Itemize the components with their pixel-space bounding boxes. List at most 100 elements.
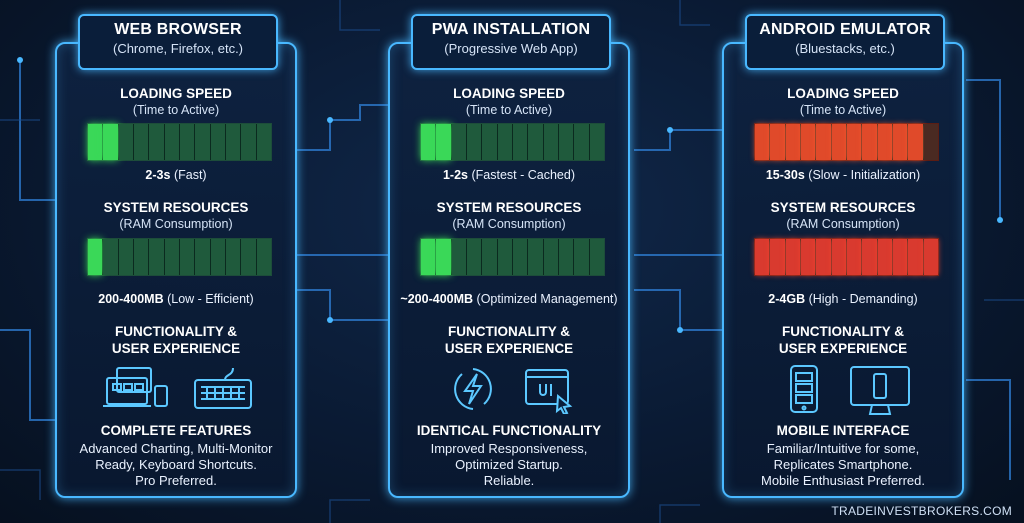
system-resources-bar — [87, 238, 272, 276]
loading-speed-caption: 2-3s (Fast) — [57, 168, 295, 182]
bar-segment — [543, 124, 558, 160]
bar-segment — [195, 124, 210, 160]
monitor-phone-icon — [850, 366, 910, 415]
bar-segment — [103, 239, 118, 275]
loading-speed-note: (Fastest - Cached) — [471, 168, 576, 182]
bar-segment — [831, 124, 846, 160]
bar-segment — [892, 239, 908, 275]
feature-line: Mobile Enthusiast Preferred. — [760, 473, 926, 488]
bar-segment — [497, 239, 512, 275]
bar-segment — [103, 124, 118, 160]
bar-segment — [164, 239, 179, 275]
feature-line: Improved Responsiveness, — [430, 441, 588, 456]
system-resources-subtitle: (RAM Consumption) — [786, 217, 900, 231]
loading-speed-caption: 15-30s (Slow - Initialization) — [724, 168, 962, 182]
bar-segment — [908, 124, 923, 160]
system-resources-subtitle: (RAM Consumption) — [119, 217, 233, 231]
panel-title: PWA INSTALLATION — [431, 21, 591, 38]
system-resources-subtitle: (RAM Consumption) — [452, 217, 566, 231]
functionality-title-line2: USER EXPERIENCE — [111, 341, 241, 356]
system-resources-note: (Optimized Management) — [476, 292, 618, 306]
bar-segment — [785, 239, 800, 275]
feature-line: Optimized Startup. — [455, 457, 563, 472]
feature-description: Improved Responsiveness, Optimized Start… — [390, 441, 628, 489]
functionality-title-line1: FUNCTIONALITY & — [782, 324, 904, 339]
bar-segment — [451, 124, 466, 160]
bar-segment — [256, 239, 271, 275]
bar-segment — [923, 239, 938, 275]
panel-android-emulator: ANDROID EMULATOR (Bluestacks, etc.) LOAD… — [722, 14, 964, 498]
system-resources-title: SYSTEM RESOURCES — [770, 200, 916, 215]
bar-segment — [466, 124, 482, 160]
bar-segment — [755, 239, 770, 275]
system-resources-title: SYSTEM RESOURCES — [436, 200, 582, 215]
functionality-title-line2: USER EXPERIENCE — [778, 341, 908, 356]
bar-segment — [88, 239, 103, 275]
bar-segment — [923, 124, 938, 160]
loading-speed-note: (Slow - Initialization) — [808, 168, 921, 182]
bar-segment — [816, 124, 831, 160]
bar-segment — [133, 124, 149, 160]
bar-segment — [195, 239, 210, 275]
functionality-title-line1: FUNCTIONALITY & — [115, 324, 237, 339]
bar-segment — [164, 124, 179, 160]
bar-segment — [133, 239, 149, 275]
loading-speed-title: LOADING SPEED — [120, 86, 232, 101]
feature-line: Familiar/Intuitive for some, — [766, 441, 920, 456]
bar-segment — [770, 124, 785, 160]
panel-subtitle: (Chrome, Firefox, etc.) — [112, 41, 244, 56]
smartphone-icon — [790, 365, 818, 413]
feature-line: Reliable. — [483, 473, 535, 488]
feature-line: Ready, Keyboard Shortcuts. — [95, 457, 257, 472]
panel-header: PWA INSTALLATION (Progressive Web App) — [411, 14, 611, 70]
panel-pwa-installation: PWA INSTALLATION (Progressive Web App) L… — [388, 14, 630, 498]
bar-segment — [421, 124, 436, 160]
loading-speed-subtitle: (Time to Active) — [799, 103, 887, 117]
bar-segment — [558, 124, 574, 160]
bar-segment — [118, 239, 133, 275]
bar-segment — [877, 124, 892, 160]
bar-segment — [497, 124, 512, 160]
loading-speed-bar — [87, 123, 272, 161]
bar-segment — [589, 124, 604, 160]
loading-speed-title: LOADING SPEED — [787, 86, 899, 101]
system-resources-value: 2-4GB — [768, 292, 806, 306]
bar-segment — [451, 239, 466, 275]
bar-segment — [436, 124, 451, 160]
bar-segment — [179, 124, 195, 160]
bar-segment — [225, 124, 241, 160]
bar-segment — [908, 239, 923, 275]
bar-segment — [877, 239, 892, 275]
system-resources-caption: ~200-400MB (Optimized Management) — [390, 292, 628, 306]
panel-subtitle: (Bluestacks, etc.) — [795, 41, 895, 56]
bar-segment — [528, 124, 543, 160]
bar-segment — [436, 239, 451, 275]
bar-segment — [831, 239, 846, 275]
bar-segment — [862, 124, 877, 160]
bar-segment — [149, 239, 164, 275]
functionality-title-line2: USER EXPERIENCE — [444, 341, 574, 356]
system-resources-bar — [420, 238, 605, 276]
loading-speed-title: LOADING SPEED — [453, 86, 565, 101]
bar-segment — [241, 124, 256, 160]
bar-segment — [179, 239, 195, 275]
panel-subtitle: (Progressive Web App) — [444, 41, 578, 56]
loading-speed-subtitle: (Time to Active) — [132, 103, 220, 117]
bar-segment — [574, 124, 589, 160]
multi-device-icon — [103, 367, 168, 407]
bar-segment — [118, 124, 133, 160]
loading-speed-subtitle: (Time to Active) — [465, 103, 553, 117]
panel-title: ANDROID EMULATOR — [759, 21, 931, 38]
loading-speed-bar — [754, 123, 939, 161]
panel-header: WEB BROWSER (Chrome, Firefox, etc.) — [78, 14, 278, 70]
loading-speed-bar — [420, 123, 605, 161]
loading-speed-caption: 1-2s (Fastest - Cached) — [390, 168, 628, 182]
loading-speed-value: 15-30s — [765, 168, 805, 182]
system-resources-caption: 200-400MB (Low - Efficient) — [57, 292, 295, 306]
bar-segment — [770, 239, 785, 275]
bar-segment — [88, 124, 103, 160]
loading-speed-value: 1-2s — [442, 168, 469, 182]
feature-title: COMPLETE FEATURES — [100, 423, 252, 438]
bar-segment — [528, 239, 543, 275]
